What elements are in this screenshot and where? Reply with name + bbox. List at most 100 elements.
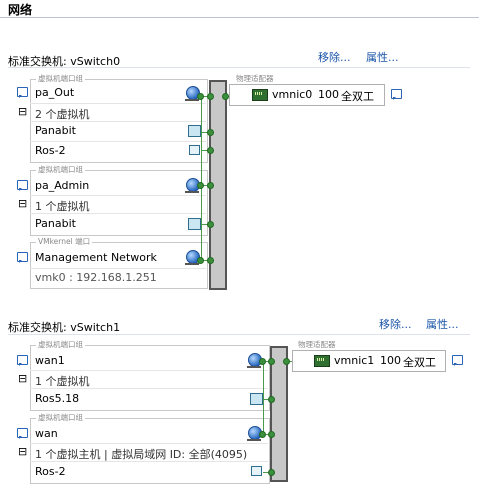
port-group-name: pa_Admin xyxy=(35,179,90,192)
port-group-type-label: 虚拟机端口组 xyxy=(36,165,85,174)
comment-bubble-icon[interactable] xyxy=(17,355,28,366)
port-group-wan[interactable] xyxy=(30,418,270,484)
comment-bubble-icon[interactable] xyxy=(17,87,28,98)
globe-base xyxy=(185,191,199,193)
remove-switch-link[interactable]: 移除... xyxy=(318,51,351,64)
physical-nic-icon xyxy=(314,355,330,367)
switch-title-divider xyxy=(8,334,470,335)
row-divider xyxy=(30,388,268,389)
vm-count: 1 个虚拟机 xyxy=(35,200,90,213)
row-divider xyxy=(30,121,206,122)
vmkernel-ip: vmk0 : 192.168.1.251 xyxy=(35,271,157,284)
row-divider xyxy=(30,443,268,444)
row-divider xyxy=(30,103,206,104)
vm-powered-on-icon xyxy=(188,218,201,230)
connector-line xyxy=(201,96,210,97)
vmkernel-port-name: Management Network xyxy=(35,251,157,264)
connector-line xyxy=(201,260,210,261)
port-connector-dot xyxy=(197,182,204,189)
vmkernel-port-type-label: VMkernel 端口 xyxy=(36,237,93,246)
vm-icon xyxy=(189,145,200,155)
port-connector-dot xyxy=(268,396,275,403)
vm-name[interactable]: Ros-2 xyxy=(35,465,66,478)
port-group-pa-admin[interactable] xyxy=(30,170,208,236)
port-connector-dot xyxy=(268,358,275,365)
nic-duplex: 全双工 xyxy=(341,90,374,103)
connector-line xyxy=(263,472,271,473)
port-group-name: pa_Out xyxy=(35,86,75,99)
switch-title: 标准交换机: vSwitch0 xyxy=(8,55,121,68)
switch-title-divider xyxy=(8,67,470,68)
properties-link[interactable]: 属性... xyxy=(426,318,459,331)
collapse-toggle[interactable]: ⊟ xyxy=(18,445,28,458)
switch-title: 标准交换机: vSwitch1 xyxy=(8,321,121,334)
port-group-wan1[interactable] xyxy=(30,345,270,411)
connector-line xyxy=(201,224,210,225)
row-divider xyxy=(30,195,206,196)
port-connector-dot xyxy=(207,257,214,264)
comment-bubble-icon[interactable] xyxy=(391,89,402,100)
connector-line xyxy=(201,96,202,261)
uplink-connector-dot xyxy=(283,358,290,365)
nic-name: vmnic1 xyxy=(334,354,375,367)
vm-count: 1 个虚拟主机 | 虚拟局域网 ID: 全部(4095) xyxy=(35,448,248,461)
port-group-name: wan xyxy=(35,427,58,440)
virtual-switch-bar xyxy=(270,346,288,482)
port-group-name: wan1 xyxy=(35,354,65,367)
connector-line xyxy=(201,150,210,151)
port-connector-dot xyxy=(207,93,214,100)
comment-bubble-icon[interactable] xyxy=(17,180,28,191)
comment-bubble-icon[interactable] xyxy=(17,428,28,439)
port-connector-dot xyxy=(197,93,204,100)
physical-adapter-label: 物理适配器 xyxy=(234,74,276,83)
physical-nic-icon xyxy=(252,89,268,101)
port-connector-dot xyxy=(259,358,266,365)
connector-line xyxy=(263,361,264,434)
nic-duplex: 全双工 xyxy=(403,356,436,369)
globe-base xyxy=(185,99,199,101)
port-connector-dot xyxy=(268,469,275,476)
physical-adapter-box[interactable] xyxy=(229,84,385,106)
vm-count: 2 个虚拟机 xyxy=(35,108,90,121)
port-group-type-label: 虚拟机端口组 xyxy=(36,340,85,349)
nic-speed: 100 xyxy=(380,354,401,367)
port-connector-dot xyxy=(207,221,214,228)
connector-line xyxy=(263,434,271,435)
vm-name[interactable]: Panabit xyxy=(35,124,76,137)
vm-name[interactable]: Panabit xyxy=(35,217,76,230)
vm-name[interactable]: Ros-2 xyxy=(35,144,66,157)
row-divider xyxy=(30,141,206,142)
vm-name[interactable]: Ros5.18 xyxy=(35,392,80,405)
connector-line xyxy=(263,361,271,362)
properties-link[interactable]: 属性... xyxy=(366,51,399,64)
collapse-toggle[interactable]: ⊟ xyxy=(18,105,28,118)
header-divider xyxy=(0,17,479,18)
port-connector-dot xyxy=(197,257,204,264)
connector-line xyxy=(201,132,210,133)
nic-name: vmnic0 xyxy=(272,88,313,101)
collapse-toggle[interactable]: ⊟ xyxy=(18,197,28,210)
vm-powered-on-icon xyxy=(188,125,201,137)
vmkernel-port-management[interactable] xyxy=(30,242,208,289)
port-connector-dot xyxy=(259,431,266,438)
port-connector-dot xyxy=(268,431,275,438)
connector-line xyxy=(263,399,271,400)
collapse-toggle[interactable]: ⊟ xyxy=(18,372,28,385)
page-title: 网络 xyxy=(8,3,33,17)
port-group-type-label: 虚拟机端口组 xyxy=(36,413,85,422)
port-connector-dot xyxy=(207,129,214,136)
vm-icon xyxy=(251,466,262,476)
nic-speed: 100 xyxy=(318,88,339,101)
vm-count: 1 个虚拟机 xyxy=(35,375,90,388)
vm-powered-on-icon xyxy=(250,393,263,405)
port-connector-dot xyxy=(207,182,214,189)
comment-bubble-icon[interactable] xyxy=(17,252,28,263)
row-divider xyxy=(30,461,268,462)
physical-adapter-box[interactable] xyxy=(292,350,446,372)
port-group-type-label: 虚拟机端口组 xyxy=(36,74,85,83)
physical-adapter-label: 物理适配器 xyxy=(296,340,338,349)
comment-bubble-icon[interactable] xyxy=(452,355,463,366)
connector-line xyxy=(201,185,210,186)
globe-base xyxy=(247,439,261,441)
remove-switch-link[interactable]: 移除... xyxy=(379,318,412,331)
